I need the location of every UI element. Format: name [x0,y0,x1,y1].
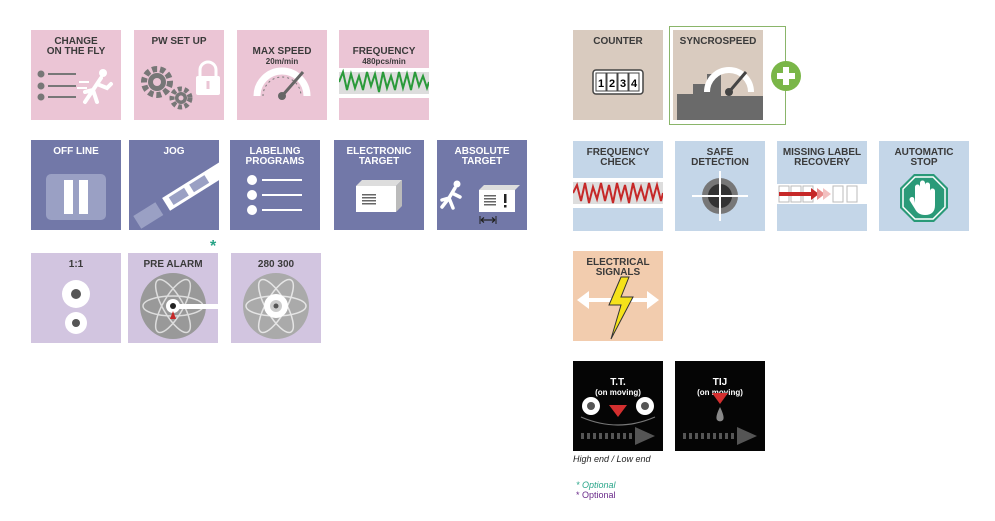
counter-digit: 2 [609,78,615,90]
tile-max-speed[interactable]: MAX SPEED 20m/min [237,30,327,120]
tile-counter[interactable]: COUNTER 1 2 3 4 [573,30,663,120]
tile-missing-label-recovery[interactable]: MISSING LABEL RECOVERY [777,141,867,231]
tile-title: TIJ (on moving) [675,368,765,408]
tile-automatic-stop[interactable]: AUTOMATIC STOP [879,141,969,231]
lightning-icon [577,276,659,340]
counter-digit: 1 [598,78,604,90]
tile-title: PW SET UP [151,36,207,47]
printer-head-icon [580,397,656,445]
reel-icon [62,280,90,334]
gauge-icon [253,67,311,100]
tile-tij[interactable]: TIJ (on moving) [675,361,765,451]
tile-range[interactable]: 280 300 [231,253,321,343]
tile-title: FREQUENCY 480pcs/min [339,37,429,77]
absolute-target-graphic [440,180,520,224]
counter-digit: 4 [631,78,638,90]
tile-title: LABELING PROGRAMS [245,146,305,167]
pw-setup-graphic [141,60,220,110]
wave-icon [339,68,429,98]
tile-title: 1:1 [68,259,84,270]
legend-optional-green: * Optional [576,480,616,490]
runner-icon [37,69,113,104]
tile-title: SYNCROSPEED [679,36,757,47]
arrow-icon [777,184,867,204]
tile-title: T.T. (on moving) [573,368,663,408]
wave-icon [573,178,663,208]
tile-title: 280 300 [257,259,295,270]
tile-absolute-target[interactable]: ABSOLUTE TARGET [437,140,527,230]
tile-pw-setup[interactable]: PW SET UP [134,30,224,120]
target-box-icon [479,185,520,212]
tile-tt[interactable]: T.T. (on moving) [573,361,663,451]
optional-asterisk: * [210,238,217,255]
tile-title-text: FREQUENCY [352,46,416,57]
list-icon [247,175,302,215]
tile-ratio[interactable]: 1:1 [31,253,121,343]
tile-title-text: T.T. [610,377,626,388]
tile-change-on-the-fly[interactable]: CHANGE ON THE FLY [31,30,121,120]
counter-icon: 1 2 3 4 [592,69,644,95]
pause-icon [46,174,106,220]
runner-icon [440,180,462,210]
tile-title: CHANGE ON THE FLY [46,36,106,57]
tile-title: FREQUENCY CHECK [586,147,650,168]
tile-title: MISSING LABEL RECOVERY [782,147,862,168]
gauge-icon [704,67,754,96]
tile-title: COUNTER [593,36,643,47]
tile-subtitle: 20m/min [265,57,299,66]
reel-icon [243,273,309,339]
tile-title: SAFE DETECTION [691,147,749,168]
tile-title: PRE ALARM [143,259,203,270]
stop-hand-icon [900,174,948,222]
tile-title: AUTOMATIC STOP [894,147,954,168]
tile-safe-detection[interactable]: SAFE DETECTION [675,141,765,231]
tile-frequency-check[interactable]: FREQUENCY CHECK [573,141,663,231]
tile-subtitle: 480pcs/min [362,57,406,66]
legend-optional-purple: * Optional [576,490,616,500]
tile-jog[interactable]: JOG [129,140,219,230]
tile-title: JOG [163,146,185,157]
tile-title: ELECTRICAL SIGNALS [586,257,650,278]
tile-syncrospeed[interactable]: SYNCROSPEED [673,30,763,120]
stairs-icon [677,74,763,120]
tile-frequency[interactable]: FREQUENCY 480pcs/min [339,30,429,120]
reel-icon [140,273,218,339]
tile-off-line[interactable]: OFF LINE [31,140,121,230]
tile-title-text: TIJ [712,377,728,388]
tile-electrical-signals[interactable]: ELECTRICAL SIGNALS [573,251,663,341]
tile-title: ABSOLUTE TARGET [454,146,510,167]
counter-digit: 3 [620,78,626,90]
crosshair-icon [692,171,748,221]
tile-title: ELECTRONIC TARGET [346,146,412,167]
plus-icon[interactable] [770,60,802,92]
printer-head-icon [683,393,757,445]
target-box-icon [356,180,402,212]
jog-icon [133,160,219,229]
syncrospeed-graphic [677,67,763,120]
tile-pre-alarm[interactable]: PRE ALARM [128,253,218,343]
tile-subtitle: (on moving) [595,388,641,397]
tile-title-text: MAX SPEED [252,46,312,57]
lock-icon [196,60,220,95]
gear-icon [141,66,193,110]
tile-title: MAX SPEED 20m/min [237,37,327,77]
tile-labeling-programs[interactable]: LABELING PROGRAMS [230,140,320,230]
tile-electronic-target[interactable]: ELECTRONIC TARGET [334,140,424,230]
tile-subtitle: (on moving) [697,388,743,397]
tile-title: OFF LINE [53,146,99,157]
tt-caption: High end / Low end [573,454,651,464]
